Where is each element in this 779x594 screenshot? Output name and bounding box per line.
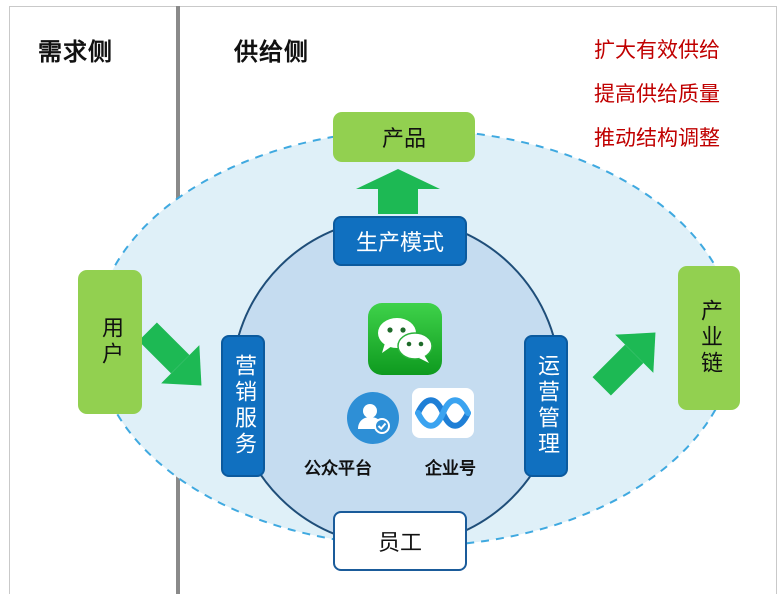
inner-core-circle [231,217,561,547]
public-platform-label: 公众平台 [304,459,372,479]
industry-chain-box: 产业链 [678,266,740,410]
arrow-to-user [138,322,202,386]
arrow-to-industry-chain [592,332,656,396]
goal-improve-quality: 提高供给质量 [594,82,720,106]
wechat-icon [368,303,442,375]
diagram-frame [9,6,777,594]
production-mode-box: 生产模式 [333,216,467,266]
reform-goals: 扩大有效供给 提高供给质量 推动结构调整 [594,28,720,160]
supply-side-title: 供给侧 [234,38,309,66]
user-box: 用户 [78,270,142,414]
demand-side-title: 需求侧 [38,38,113,66]
marketing-service-box: 营销服务 [221,335,265,477]
staff-box: 员工 [333,511,467,571]
goal-restructure: 推动结构调整 [594,126,720,150]
product-box: 产品 [333,112,475,162]
enterprise-wechat-icon [412,388,474,438]
arrow-up-to-product [356,169,440,214]
enterprise-account-label: 企业号 [425,459,476,479]
operations-management-box: 运营管理 [524,335,568,477]
goal-expand-supply: 扩大有效供给 [594,38,720,62]
verified-user-icon [346,391,400,445]
